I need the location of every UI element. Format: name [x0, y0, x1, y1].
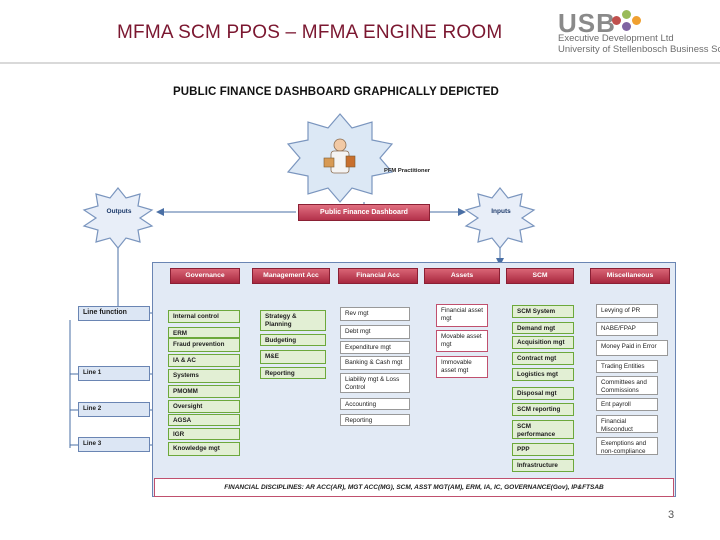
misc-financial-misconduct: Financial Misconduct [596, 415, 658, 433]
scm-contract-mgt: Contract mgt [512, 352, 574, 365]
gov-pmomm: PMOMM [168, 385, 240, 398]
fin-liability-mgt: Liability mgt & Loss Control [340, 373, 410, 393]
gov-systems: Systems [168, 369, 240, 383]
page-title: MFMA SCM PPOS – MFMA ENGINE ROOM [117, 22, 503, 43]
header-assets: Assets [424, 268, 500, 284]
mgt-me: M&E [260, 350, 326, 364]
practitioner-figure-icon [323, 138, 356, 174]
misc-committees-commissions: Committees and Commissions [596, 376, 658, 395]
fin-banking-cash-mgt: Banking & Cash mgt [340, 356, 410, 370]
gov-agsa: AGSA [168, 414, 240, 426]
inputs-label: Inputs [491, 208, 511, 215]
public-finance-dashboard-box: Public Finance Dashboard [298, 204, 430, 221]
diagram-title: PUBLIC FINANCE DASHBOARD GRAPHICALLY DEP… [173, 86, 499, 98]
header-management-acc: Management Acc [252, 268, 330, 284]
scm-infrastructure: Infrastructure [512, 459, 574, 472]
outputs-starburst-shape [82, 187, 154, 249]
mgt-reporting: Reporting [260, 367, 326, 379]
asset-immovable: Immovable asset mgt [436, 356, 488, 378]
mgt-strategy-planning: Strategy & Planning [260, 310, 326, 331]
scm-demand-mgt: Demand mgt [512, 322, 574, 334]
header-scm: SCM [506, 268, 574, 284]
misc-nabe-fpap: NABE/FPAP [596, 322, 658, 336]
fin-accounting: Accounting [340, 398, 410, 410]
page-number: 3 [668, 509, 675, 521]
gov-igr: IGR [168, 428, 240, 440]
scm-disposal-mgt: Disposal mgt [512, 387, 574, 400]
logo-line-1: Executive Development Ltd [558, 33, 674, 44]
header-band [0, 0, 720, 63]
header-miscellaneous: Miscellaneous [590, 268, 670, 284]
misc-trading-entities: Trading Entities [596, 360, 658, 373]
fin-rev-mgt: Rev mgt [340, 307, 410, 321]
line-function-box: Line function [78, 306, 150, 321]
misc-levying-pr: Levying of PR [596, 304, 658, 318]
header-divider [0, 62, 720, 64]
header-financial-acc: Financial Acc [338, 268, 418, 284]
misc-ent-payroll: Ent payroll [596, 398, 658, 411]
practitioner-label: PFM Practitioner [384, 168, 431, 174]
misc-exemptions: Exemptions and non-compliance [596, 437, 658, 455]
asset-financial: Financial asset mgt [436, 304, 488, 327]
fin-expenditure-mgt: Expenditure mgt [340, 341, 410, 354]
scm-system: SCM System [512, 305, 574, 318]
logo-subtitle: Executive Development Ltd University of … [558, 33, 720, 55]
mgt-budgeting: Budgeting [260, 334, 326, 346]
gov-oversight: Oversight [168, 400, 240, 413]
scm-reporting: SCM reporting [512, 403, 574, 416]
scm-ppp: PPP [512, 443, 574, 456]
misc-money-paid-in-error: Money Paid in Error [596, 340, 668, 356]
logo-line-2: University of Stellenbosch Business Scho… [558, 44, 720, 55]
scm-logistics-mgt: Logistics mgt [512, 368, 574, 381]
gov-ia-ac: IA & AC [168, 354, 240, 367]
gov-erm: ERM [168, 327, 240, 338]
line-3-box: Line 3 [78, 437, 150, 452]
outputs-label: Outputs [106, 208, 132, 215]
financial-disciplines-bar: FINANCIAL DISCIPLINES: AR ACC(AR), MGT A… [154, 478, 674, 497]
logo-dots-icon [612, 10, 642, 32]
fin-debt-mgt: Debt mgt [340, 325, 410, 339]
scm-acquisition-mgt: Acquisition mgt [512, 336, 574, 349]
line-2-box: Line 2 [78, 402, 150, 417]
gov-knowledge-mgt: Knowledge mgt [168, 442, 240, 456]
inputs-starburst-shape [464, 187, 536, 249]
scm-performance-assessment: SCM performance assessment [512, 420, 574, 439]
asset-movable: Movable asset mgt [436, 330, 488, 352]
gov-internal-control: Internal control [168, 310, 240, 323]
gov-fraud-prevention: Fraud prevention [168, 338, 240, 352]
usb-logo: USB [558, 8, 616, 38]
line-1-box: Line 1 [78, 366, 150, 381]
header-governance: Governance [170, 268, 240, 284]
fin-reporting: Reporting [340, 414, 410, 426]
